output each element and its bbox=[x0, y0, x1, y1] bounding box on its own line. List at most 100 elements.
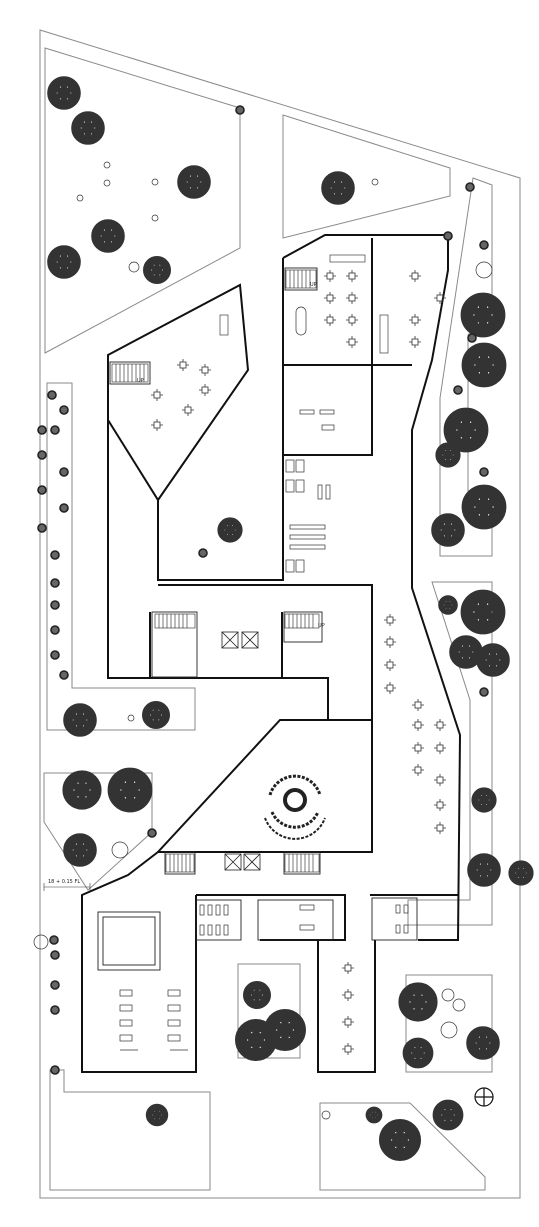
column-icon bbox=[408, 269, 422, 283]
tree-icon bbox=[147, 828, 157, 838]
column-icon bbox=[345, 291, 359, 305]
tree-icon bbox=[479, 240, 489, 250]
up-label: UP bbox=[318, 623, 325, 629]
column-icon bbox=[341, 988, 355, 1002]
stair-icon bbox=[111, 363, 149, 383]
bookshelf bbox=[379, 314, 389, 354]
tree-icon bbox=[149, 1107, 165, 1123]
column-icon bbox=[323, 313, 337, 327]
tree-icon bbox=[479, 687, 489, 697]
column-icon bbox=[383, 613, 397, 627]
trees bbox=[52, 81, 530, 1155]
tree-icon bbox=[47, 390, 57, 400]
tree-icon bbox=[68, 708, 92, 732]
tree-icon bbox=[481, 648, 505, 672]
tree-icon bbox=[147, 260, 167, 280]
column-icon bbox=[383, 681, 397, 695]
tree-icon bbox=[385, 1125, 415, 1155]
reading-tables bbox=[119, 306, 409, 1051]
bookshelf bbox=[219, 314, 229, 336]
north-arrow-icon bbox=[474, 1087, 494, 1107]
column-icon bbox=[411, 718, 425, 732]
tree-icon bbox=[471, 1031, 495, 1055]
tree-icon bbox=[235, 105, 245, 115]
tree-icon bbox=[68, 838, 92, 862]
column-icon bbox=[383, 635, 397, 649]
column-icon bbox=[341, 1015, 355, 1029]
tree-icon bbox=[450, 414, 482, 446]
column-icon bbox=[433, 741, 447, 755]
tree-icon bbox=[50, 950, 60, 960]
tree-icon bbox=[368, 1109, 380, 1121]
tree-icon bbox=[50, 600, 60, 610]
tree-icon bbox=[468, 491, 500, 523]
column-icon bbox=[198, 363, 212, 377]
bookshelf bbox=[329, 254, 366, 263]
tree-icon bbox=[247, 985, 267, 1005]
stair-icon bbox=[154, 613, 196, 629]
auditorium-seating bbox=[264, 774, 326, 840]
column-icon bbox=[345, 313, 359, 327]
column-icon bbox=[198, 383, 212, 397]
tree-icon bbox=[96, 224, 120, 248]
column-icon bbox=[433, 798, 447, 812]
tree-icon bbox=[221, 521, 239, 539]
tree-icon bbox=[59, 467, 69, 477]
column-icon bbox=[383, 658, 397, 672]
tree-icon bbox=[37, 425, 47, 435]
tree-icon bbox=[59, 670, 69, 680]
stair-icon bbox=[284, 853, 320, 873]
stairs bbox=[111, 254, 389, 873]
column-icon bbox=[341, 961, 355, 975]
tree-icon bbox=[50, 1005, 60, 1015]
dimension-marker: 18 + 0.15 FL bbox=[43, 879, 91, 891]
tree-icon bbox=[182, 170, 206, 194]
tree-icon bbox=[467, 596, 499, 628]
up-label: UP bbox=[137, 378, 144, 384]
column-icon bbox=[433, 821, 447, 835]
tree-icon bbox=[454, 640, 478, 664]
up-label: UP bbox=[310, 282, 317, 288]
column-icon bbox=[150, 418, 164, 432]
tree-icon bbox=[59, 503, 69, 513]
tree-icon bbox=[453, 385, 463, 395]
column-icon bbox=[411, 763, 425, 777]
column-icon bbox=[150, 388, 164, 402]
site-boundary bbox=[39, 29, 521, 1199]
tree-icon bbox=[198, 548, 208, 558]
tree-icon bbox=[441, 598, 455, 612]
tree-icon bbox=[439, 446, 457, 464]
stair-icon bbox=[165, 853, 195, 873]
tree-icon bbox=[50, 980, 60, 990]
tree-icon bbox=[37, 523, 47, 533]
tree-icon bbox=[437, 1104, 459, 1126]
tree-icon bbox=[59, 405, 69, 415]
column-icon bbox=[408, 335, 422, 349]
tree-icon bbox=[512, 864, 530, 882]
tree-icon bbox=[50, 578, 60, 588]
column-icon bbox=[345, 335, 359, 349]
up-marks: UP UP UP bbox=[137, 282, 325, 629]
building-walls bbox=[81, 234, 462, 1073]
tree-icon bbox=[407, 1042, 429, 1064]
column-icon bbox=[345, 269, 359, 283]
tree-icon bbox=[37, 450, 47, 460]
tree-icon bbox=[50, 1065, 60, 1075]
tree-icon bbox=[468, 349, 500, 381]
column-icon bbox=[433, 718, 447, 732]
tree-icon bbox=[467, 299, 499, 331]
tree-icon bbox=[76, 116, 100, 140]
tree-icon bbox=[436, 518, 460, 542]
column-icon bbox=[181, 403, 195, 417]
column-icon bbox=[341, 1042, 355, 1056]
tree-icon bbox=[146, 705, 166, 725]
column-icon bbox=[323, 269, 337, 283]
column-icon bbox=[433, 773, 447, 787]
tree-icon bbox=[37, 485, 47, 495]
dimension-label: 18 + 0.15 FL bbox=[48, 879, 80, 885]
tree-icon bbox=[479, 467, 489, 477]
tree-icon bbox=[404, 988, 432, 1016]
tree-icon bbox=[49, 935, 59, 945]
tree-icon bbox=[443, 231, 453, 241]
